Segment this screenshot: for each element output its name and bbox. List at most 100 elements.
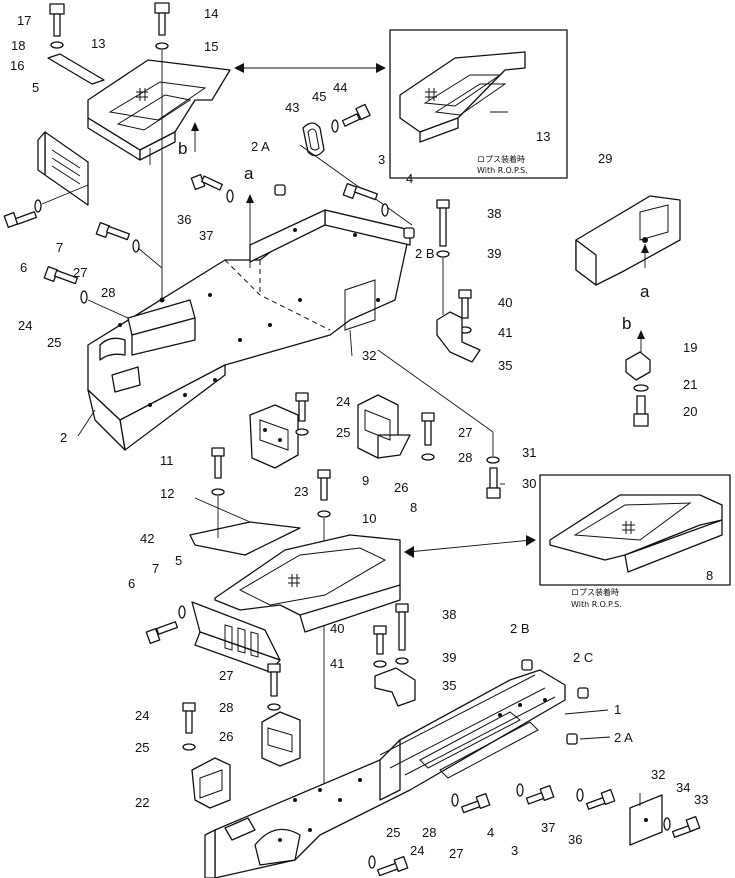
washer-25-mid [295, 428, 309, 436]
bracket-29 [575, 195, 681, 286]
washer-15 [155, 42, 169, 50]
callout-9: 9 [362, 473, 369, 488]
callout-35b: 35 [442, 678, 456, 693]
washer-28-top [132, 239, 140, 253]
arrow-label-a-right: a [640, 282, 650, 301]
callout-5: 5 [32, 80, 39, 95]
callout-7: 7 [56, 240, 63, 255]
clip-19 [625, 351, 651, 381]
piece-16 [47, 53, 105, 85]
lower-frame-holes [278, 698, 547, 842]
bracket-5-mid [191, 601, 281, 673]
callout-labels: 17 18 16 13 14 15 5 b 6 7 27 28 24 25 2 … [10, 6, 713, 861]
callout-40: 40 [498, 295, 512, 310]
callout-37: 37 [199, 228, 213, 243]
callout-6: 6 [20, 260, 27, 275]
callout-39: 39 [487, 246, 501, 261]
callout-25c: 25 [135, 740, 149, 755]
bolt-11 [211, 447, 225, 479]
washer-31 [486, 456, 500, 464]
callout-20: 20 [683, 404, 697, 419]
upper-frame-2 [87, 209, 411, 451]
floor-plate-8 [214, 534, 401, 633]
callout-34: 34 [676, 780, 690, 795]
washer-28-lower [267, 703, 281, 711]
bolt-6-top [3, 211, 38, 228]
callout-13b: 13 [536, 129, 550, 144]
washer-7-top [34, 199, 42, 213]
washer-41-bottom [373, 660, 387, 668]
callout-4b: 4 [487, 825, 494, 840]
callout-30: 30 [522, 476, 536, 491]
washer-37-bottom [576, 788, 584, 802]
callout-2a: 2 A [251, 139, 270, 154]
callout-28d: 28 [422, 825, 436, 840]
washer-21 [633, 384, 649, 392]
nut-2a-top [274, 184, 286, 196]
callout-41: 41 [498, 325, 512, 340]
callout-32: 32 [362, 348, 376, 363]
callout-45: 45 [312, 89, 326, 104]
callout-27c: 27 [219, 668, 233, 683]
callout-26: 26 [394, 480, 408, 495]
callout-10: 10 [362, 511, 376, 526]
callout-38b: 38 [442, 607, 456, 622]
callout-26b: 26 [219, 729, 233, 744]
arrow-b-right [637, 330, 645, 339]
washer-45 [331, 119, 339, 133]
bolt-3-bottom [525, 785, 555, 805]
callout-27b: 27 [458, 425, 472, 440]
bolt-14 [154, 2, 170, 36]
bolt-36-top [190, 174, 223, 191]
callout-25: 25 [47, 335, 61, 350]
main-frame-1 [204, 669, 566, 878]
callout-27: 27 [73, 265, 87, 280]
callout-2: 2 [60, 430, 67, 445]
inset-top-caption-en: With R.O.P.S. [477, 166, 528, 175]
bolt-38-bottom [395, 603, 409, 651]
callout-42: 42 [140, 531, 154, 546]
callout-17: 17 [17, 13, 31, 28]
callout-18: 18 [11, 38, 25, 53]
callout-40b: 40 [330, 621, 344, 636]
callout-15: 15 [204, 39, 218, 54]
bolt-38-top [436, 199, 450, 247]
callout-29: 29 [598, 151, 612, 166]
nut-2a-bottom [566, 733, 578, 745]
washer-34 [663, 817, 671, 831]
callout-11: 11 [160, 453, 174, 468]
callout-7b: 7 [152, 561, 159, 576]
bolt-6-mid [145, 621, 179, 644]
callout-39b: 39 [442, 650, 456, 665]
washer-18 [50, 41, 64, 49]
callout-8: 8 [410, 500, 417, 515]
washer-25-lower [182, 743, 196, 751]
bolt-27-lower [267, 663, 281, 697]
callout-19: 19 [683, 340, 697, 355]
bolt-24-lower [182, 702, 196, 734]
bolt-20 [633, 395, 649, 427]
bracket-23 [249, 404, 299, 469]
callout-2c: 2 C [573, 650, 593, 665]
callout-28: 28 [101, 285, 115, 300]
washer-39-bottom [395, 657, 409, 665]
bolt-24-top [43, 266, 79, 285]
nut-2b-bottom [521, 659, 533, 671]
callout-24c: 24 [135, 708, 149, 723]
bolt-17 [49, 3, 65, 37]
floor-plate-13-rops [399, 51, 526, 143]
callout-14: 14 [204, 6, 218, 21]
nut-2b-top [403, 227, 415, 239]
washer-10 [317, 510, 331, 518]
washer-25-top [80, 290, 88, 304]
callout-38: 38 [487, 206, 501, 221]
arrow-b-top [191, 122, 199, 131]
callout-37b: 37 [541, 820, 555, 835]
plate-42 [189, 521, 301, 556]
arrow-label-b: b [178, 139, 187, 158]
bolt-30 [486, 467, 501, 499]
washer-37-top [226, 189, 234, 203]
callout-2b: 2 B [415, 246, 435, 261]
washer-39-top [436, 250, 450, 258]
